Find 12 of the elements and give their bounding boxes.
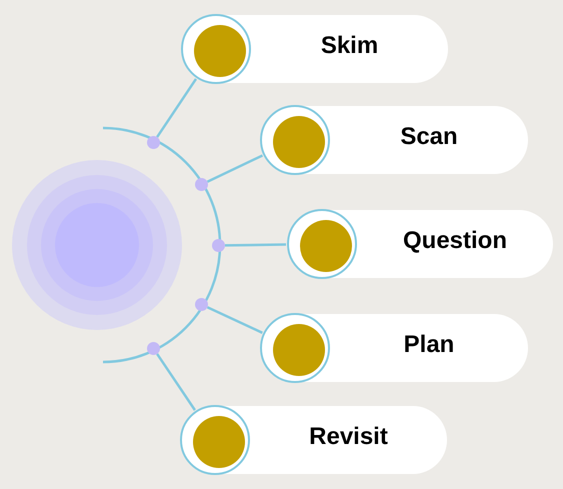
connector-line — [206, 306, 263, 334]
topic-label: Plan — [404, 330, 454, 360]
topic-pill — [260, 314, 528, 382]
connector-line — [206, 154, 264, 183]
connector-line — [156, 78, 198, 138]
topic-label: Revisit — [309, 422, 388, 452]
topic-label: Skim — [320, 31, 378, 61]
topic-pill — [260, 106, 528, 174]
topic-label: Scan — [400, 122, 458, 152]
connector-line — [156, 353, 196, 411]
connector-line — [224, 243, 286, 247]
topic-label: Question — [402, 226, 507, 256]
